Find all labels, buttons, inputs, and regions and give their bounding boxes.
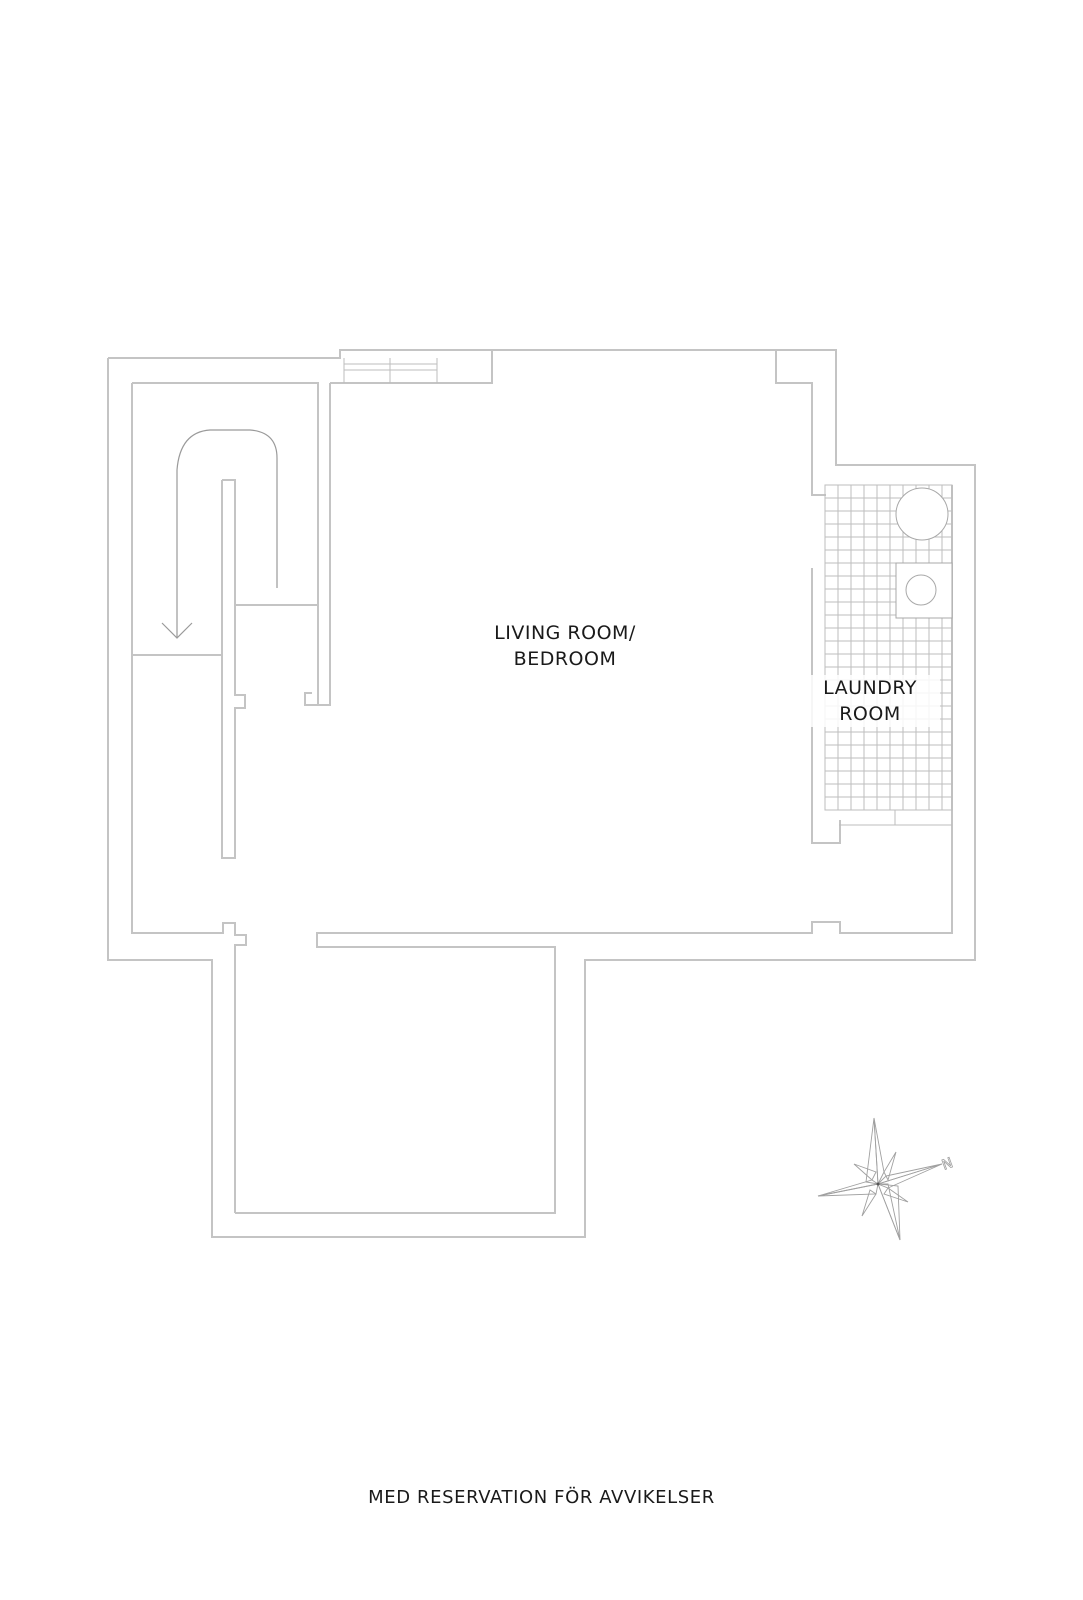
- room-label-line: ROOM: [839, 703, 901, 725]
- sink-icon: [895, 562, 953, 619]
- room-label-line: LAUNDRY: [823, 677, 917, 699]
- outer-walls: [107, 349, 976, 1238]
- washer-icon: [895, 487, 949, 541]
- inner-walls: [131, 350, 953, 1214]
- room-label-line: BEDROOM: [513, 648, 617, 670]
- window: [343, 358, 438, 383]
- room-label-line: LIVING ROOM/: [494, 622, 636, 644]
- compass-rose-icon: N: [817, 1117, 956, 1241]
- room-label-living-room: LIVING ROOM/ BEDROOM: [440, 620, 690, 672]
- disclaimer-text: MED RESERVATION FÖR AVVIKELSER: [368, 1487, 715, 1508]
- laundry-tile-grid: [824, 484, 953, 826]
- stair-direction-arrow-icon: [161, 429, 278, 639]
- room-label-laundry-room: LAUNDRY ROOM: [800, 675, 940, 727]
- compass-north-label: N: [940, 1155, 955, 1174]
